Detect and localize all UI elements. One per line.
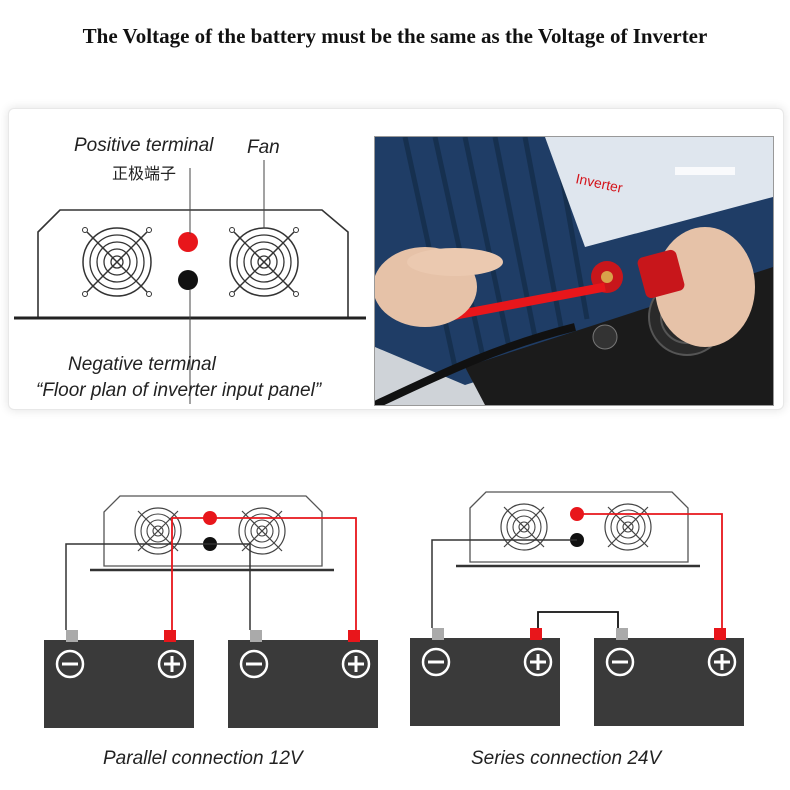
fan-label: Fan — [247, 137, 280, 158]
parallel-diagram — [42, 495, 380, 730]
series-battery-1 — [408, 626, 562, 728]
parallel-battery-1 — [42, 628, 196, 730]
negative-terminal-icon — [178, 270, 198, 290]
connection-photo: Inverter DC — [374, 136, 774, 406]
series-caption: Series connection 24V — [471, 748, 662, 769]
positive-terminal-label-cn: 正极端子 — [112, 166, 177, 183]
positive-terminal-label: Positive terminal — [74, 135, 214, 156]
headline: The Voltage of the battery must be the s… — [82, 24, 708, 48]
negative-terminal-label: Negative terminal — [68, 354, 216, 375]
parallel-battery-2 — [226, 628, 380, 730]
positive-terminal-icon — [178, 232, 198, 252]
series-battery-2 — [592, 626, 746, 728]
floor-plan-caption: “Floor plan of inverter input panel” — [36, 380, 322, 401]
parallel-caption: Parallel connection 12V — [103, 748, 303, 769]
series-diagram — [408, 491, 746, 728]
